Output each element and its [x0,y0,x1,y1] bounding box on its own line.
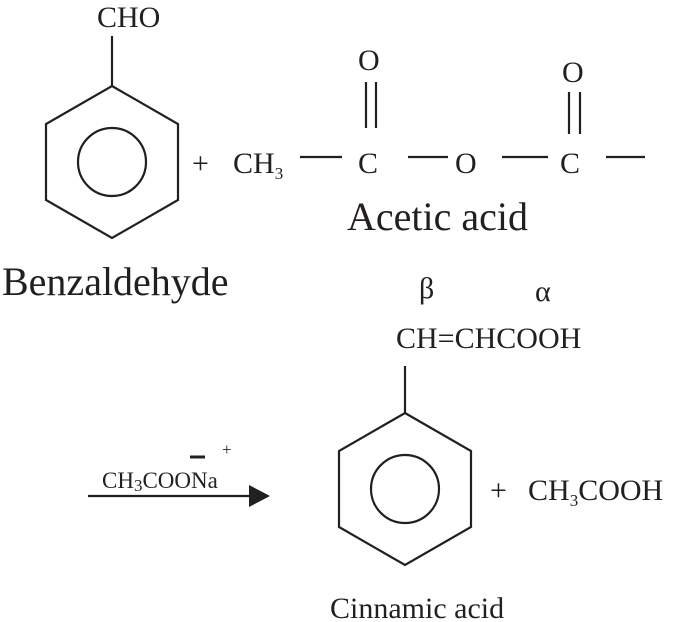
benzaldehyde-ring [44,36,180,240]
catalyst-prefix: CH [102,468,134,493]
methyl-subscript: 3 [275,164,284,183]
carbonyl-carbon-2: C [560,147,580,180]
cinnamic-acid-name: Cinnamic acid [330,592,504,622]
catalyst-label: CH3COONa [102,468,218,495]
plus-sign-reactants: + [192,147,209,180]
carbonyl-oxygen-1: O [358,44,380,77]
beta-label: β [419,272,434,305]
plus-sign-products: + [490,474,507,507]
aldehyde-group-label: CHO [97,1,160,34]
methyl-group-label: CH3 [233,147,283,183]
catalyst-suffix: COONa [142,468,217,493]
cinnamic-sidechain-label: CH=CHCOOH [396,322,581,355]
reaction-arrow-head [249,485,270,507]
product2-prefix: CH [528,474,570,507]
bridge-oxygen: O [455,147,477,180]
product2-suffix: COOH [578,474,663,507]
catalyst-subscript: 3 [134,476,143,495]
carbonyl-carbon-1: C [358,147,378,180]
catalyst-plus-charge: + [222,440,232,459]
acetic-acid-name: Acetic acid [347,194,528,239]
cinnamic-acid-ring [337,366,473,567]
methyl-main: CH [233,147,275,180]
alpha-label: α [535,275,551,308]
benzaldehyde-name: Benzaldehyde [2,259,229,304]
carbonyl-oxygen-2: O [562,56,584,89]
product2-subscript: 3 [570,491,579,510]
acetic-acid-product-label: CH3COOH [528,474,663,510]
